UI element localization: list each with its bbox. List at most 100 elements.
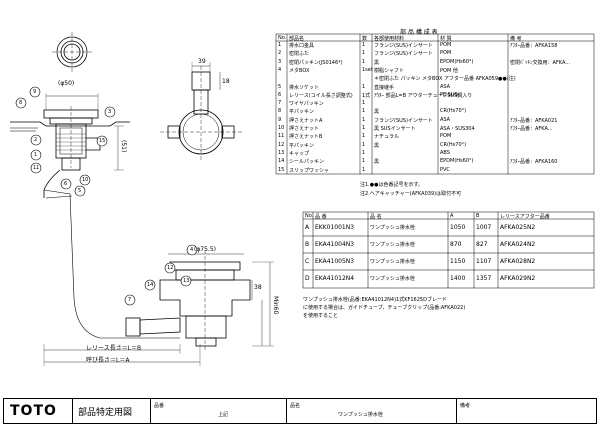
parts-cell-qty: 1: [362, 125, 366, 131]
parts-table-grid: [275, 33, 595, 175]
variant-cell-a: 870: [450, 241, 462, 248]
parts-cell-name: シールパッキン: [289, 159, 324, 166]
callout-label: 12: [167, 265, 174, 271]
note-1: 注1.●●は色番記号を示す。: [360, 182, 423, 188]
parts-cell-name: キャップ: [289, 150, 310, 157]
dim-51: (51): [120, 140, 127, 153]
parts-cell-detail: ｱｳﾀｰ 部品L=B アウターチューブSUS鋼入り: [374, 92, 473, 99]
variant-cell-no: C: [305, 258, 310, 265]
parts-header-note: 備 考: [510, 36, 522, 42]
parts-cell-detail: 黒 SUSインサート: [374, 126, 416, 132]
variant-cell-after: AFKA025N2: [500, 224, 536, 231]
parts-cell-no: 14: [278, 158, 285, 165]
parts-cell-name: 排水ソケット: [289, 84, 320, 91]
parts-cell-qty: 1: [362, 141, 366, 148]
parts-cell-no: 1: [278, 42, 282, 48]
parts-header-qty: 数: [362, 36, 368, 42]
note-2: 注2.ヘアキャッチャー(AFKA039)は取付不可: [360, 191, 462, 197]
callout-label: 6: [64, 181, 68, 187]
remark-line-3: を使用すること: [303, 313, 339, 319]
remark-line-2: に使用する場合は、ガイドチューブ、チューブクリップ(品番:AFKA022): [303, 305, 466, 311]
parts-cell-detail: 直接継手: [374, 84, 395, 91]
parts-cell-no: 10: [278, 125, 285, 131]
parts-cell-no: 5: [278, 83, 282, 90]
callout-circles: [15, 86, 198, 306]
dim-phi755: (φ75.5): [194, 246, 216, 253]
parts-cell-material: POM 他: [440, 67, 458, 74]
parts-cell-qty: 1: [362, 116, 366, 123]
parts-cell-no: 12: [278, 141, 285, 148]
parts-cell-note: ｱﾌﾀｰ品番：AFKA160: [510, 159, 558, 166]
parts-cell-name: 密閉パッキン(JS0146*): [289, 59, 343, 66]
parts-cell-no: 4: [278, 66, 282, 73]
remark-line-1: ワンプッシュ排水栓(品番:EKA41012N4)1式KF1625Dブレード: [303, 297, 447, 303]
callout-label: 3: [108, 109, 112, 115]
variant-header-code: 品 番: [315, 214, 327, 220]
parts-cell-no: 9: [278, 116, 282, 123]
parts-cell-name: メタBOX: [289, 67, 310, 74]
parts-cell-name: レリース(コイル長さ調整式): [289, 92, 353, 99]
parts-cell-qty: 1: [362, 42, 366, 48]
parts-cell-no: 3: [278, 58, 282, 65]
variant-cell-a: 1050: [450, 224, 466, 231]
parts-header-name: 部品名: [289, 36, 305, 42]
parts-cell-note: ｱﾌﾀｰ品番：AFKA...: [510, 126, 553, 132]
parts-cell-name: スリップワッシャ: [289, 167, 330, 174]
parts-cell-material: POM: [440, 133, 452, 140]
parts-cell-qty: 1: [362, 50, 366, 57]
parts-cell-material: ASA・SUS304: [440, 126, 475, 132]
parts-cell-material: POM: [440, 50, 452, 57]
value-code: 上記: [218, 412, 229, 418]
parts-cell-name: 密閉ふた: [289, 51, 310, 58]
callout-label: 7: [128, 297, 132, 303]
parts-cell-no: 15: [278, 166, 285, 173]
variant-cell-code: EKA41004N3: [315, 241, 355, 248]
variant-cell-a: 1400: [450, 275, 466, 282]
dim-38: 38: [254, 284, 262, 291]
dim-min60: Min60: [272, 296, 279, 315]
brand-logo: TOTO: [10, 403, 57, 419]
variant-cell-no: B: [305, 241, 310, 248]
variant-cell-code: EKK01001N3: [315, 224, 355, 231]
parts-cell-detail: ナチュラル: [374, 134, 400, 141]
variant-header-name: 品 名: [370, 214, 382, 220]
variant-header-after: レリースアフター品番: [500, 214, 550, 220]
parts-cell-detail: 黒: [374, 159, 380, 166]
parts-cell-material: PE.SUS: [440, 91, 458, 98]
callout-label: 13: [183, 278, 190, 284]
parts-cell-material: POM: [440, 42, 452, 48]
callout-label: 8: [19, 100, 23, 106]
parts-cell-qty: 1: [362, 133, 366, 140]
callout-label: 5: [78, 188, 82, 194]
parts-cell-qty: 1式: [362, 92, 371, 99]
variant-cell-after: AFKA028N2: [500, 258, 536, 265]
callout-label: 4: [190, 247, 194, 253]
variant-cell-name: ワンプッシュ排水栓: [370, 225, 415, 231]
parts-cell-no: 6: [278, 91, 282, 98]
variant-cell-name: ワンプッシュ排水栓: [370, 259, 415, 265]
dim-18: 18: [222, 78, 230, 85]
variant-cell-b: 1107: [476, 258, 492, 265]
parts-cell-name: 押さえナットB: [289, 134, 323, 141]
section-view-upper: [10, 93, 180, 339]
label-name: 品名: [290, 403, 301, 409]
variant-cell-code: EKA41005N3: [315, 258, 355, 265]
label-note: 備考: [460, 403, 471, 409]
parts-cell-detail: ＊密閉ふた パッキン メタBOX アフター品番 AFKA059●●(注): [374, 76, 516, 83]
parts-header-no: No.: [278, 35, 287, 41]
parts-cell-note: ｱﾌﾀｰ品番：AFKA158: [510, 43, 558, 49]
variant-cell-name: ワンプッシュ排水栓: [370, 276, 415, 282]
top-view-drain: [52, 32, 92, 72]
parts-cell-material: EPDM(Hs60°): [440, 58, 474, 65]
parts-cell-no: 2: [278, 50, 282, 57]
variant-cell-a: 1150: [450, 258, 466, 265]
callout-label: 1: [34, 152, 38, 158]
release-length: レリース長さ＝L＝B: [86, 345, 142, 352]
variant-header-a: A: [450, 213, 454, 219]
parts-cell-detail: フランジ(SUS)インサート: [374, 117, 433, 124]
parts-cell-qty: 1: [362, 158, 366, 165]
variant-header-b: B: [476, 213, 480, 219]
parts-cell-detail: 黒: [374, 109, 380, 116]
variant-cell-b: 1007: [476, 224, 492, 231]
parts-cell-no: 7: [278, 100, 282, 107]
